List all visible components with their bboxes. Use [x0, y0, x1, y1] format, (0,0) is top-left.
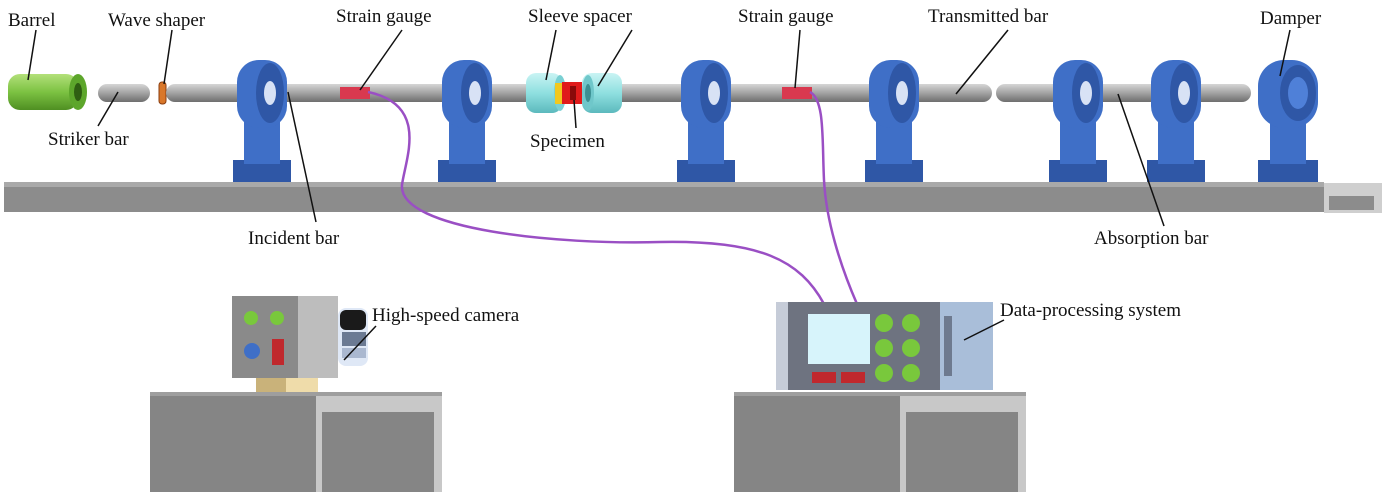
leader-damper [1279, 29, 1291, 77]
strain-gauge-transmitted [782, 87, 812, 99]
damper [1258, 60, 1318, 182]
leader-sleeve-spacer-right [597, 29, 633, 87]
leader-strain-gauge-2 [794, 29, 801, 89]
data-processing-system [776, 302, 993, 390]
label-incident-bar: Incident bar [248, 228, 340, 249]
support-1 [233, 60, 291, 182]
label-transmitted-bar: Transmitted bar [928, 6, 1049, 27]
striker-bar [98, 84, 150, 102]
label-high-speed-camera: High-speed camera [372, 305, 520, 326]
dps-button-2 [902, 314, 920, 332]
support-5 [1049, 60, 1107, 182]
support-4 [865, 60, 923, 182]
leader-wave-shaper [163, 29, 173, 85]
leader-camera [343, 325, 377, 361]
dps-button-5 [875, 364, 893, 382]
leader-absorption-bar [1117, 93, 1165, 227]
label-wave-shaper: Wave shaper [108, 10, 206, 31]
dps-button-1 [875, 314, 893, 332]
label-specimen: Specimen [530, 131, 605, 152]
support-3 [677, 60, 735, 182]
barrel [8, 74, 87, 110]
wire-incident-gauge [367, 90, 826, 305]
label-barrel: Barrel [8, 10, 55, 31]
label-sleeve-spacer: Sleeve spacer [528, 6, 633, 27]
dps-stand [734, 392, 1026, 492]
support-2 [438, 60, 496, 182]
dps-indicator-1 [812, 372, 836, 383]
sleeve-spacer-right [582, 73, 622, 113]
dps-button-3 [875, 339, 893, 357]
camera-knob-1 [244, 311, 258, 325]
camera-mount [256, 376, 318, 392]
leader-incident-bar [287, 91, 317, 223]
camera-stand [150, 392, 442, 492]
support-6 [1147, 60, 1205, 182]
camera-lens-icon [338, 308, 368, 366]
high-speed-camera [232, 296, 368, 378]
label-data-processing-system: Data-processing system [1000, 300, 1181, 321]
leader-barrel [27, 29, 37, 81]
rail-base [4, 182, 1382, 213]
dps-button-6 [902, 364, 920, 382]
camera-knob-2 [270, 311, 284, 325]
leader-transmitted-bar [955, 29, 1009, 95]
leader-sleeve-spacer-left [545, 29, 557, 81]
specimen-core [570, 86, 576, 100]
wave-shaper [158, 81, 167, 105]
dps-button-4 [902, 339, 920, 357]
dps-screen [808, 314, 870, 364]
strain-gauge-incident [340, 87, 370, 99]
absorption-bar [996, 84, 1251, 102]
wire-transmitted-gauge [809, 90, 859, 305]
leader-lines [27, 29, 1291, 361]
label-strain-gauge-1: Strain gauge [336, 6, 432, 27]
leader-strain-gauge-1 [359, 29, 403, 91]
camera-indicator [272, 339, 284, 365]
label-striker-bar: Striker bar [48, 129, 129, 150]
leader-specimen [573, 99, 577, 129]
label-damper: Damper [1260, 8, 1322, 29]
camera-knob-blue [244, 343, 260, 359]
leader-striker-bar [97, 91, 119, 127]
yellow-layer [555, 83, 563, 104]
label-strain-gauge-2: Strain gauge [738, 6, 834, 27]
leader-dps [963, 319, 1005, 341]
label-absorption-bar: Absorption bar [1094, 228, 1209, 249]
dps-indicator-2 [841, 372, 865, 383]
